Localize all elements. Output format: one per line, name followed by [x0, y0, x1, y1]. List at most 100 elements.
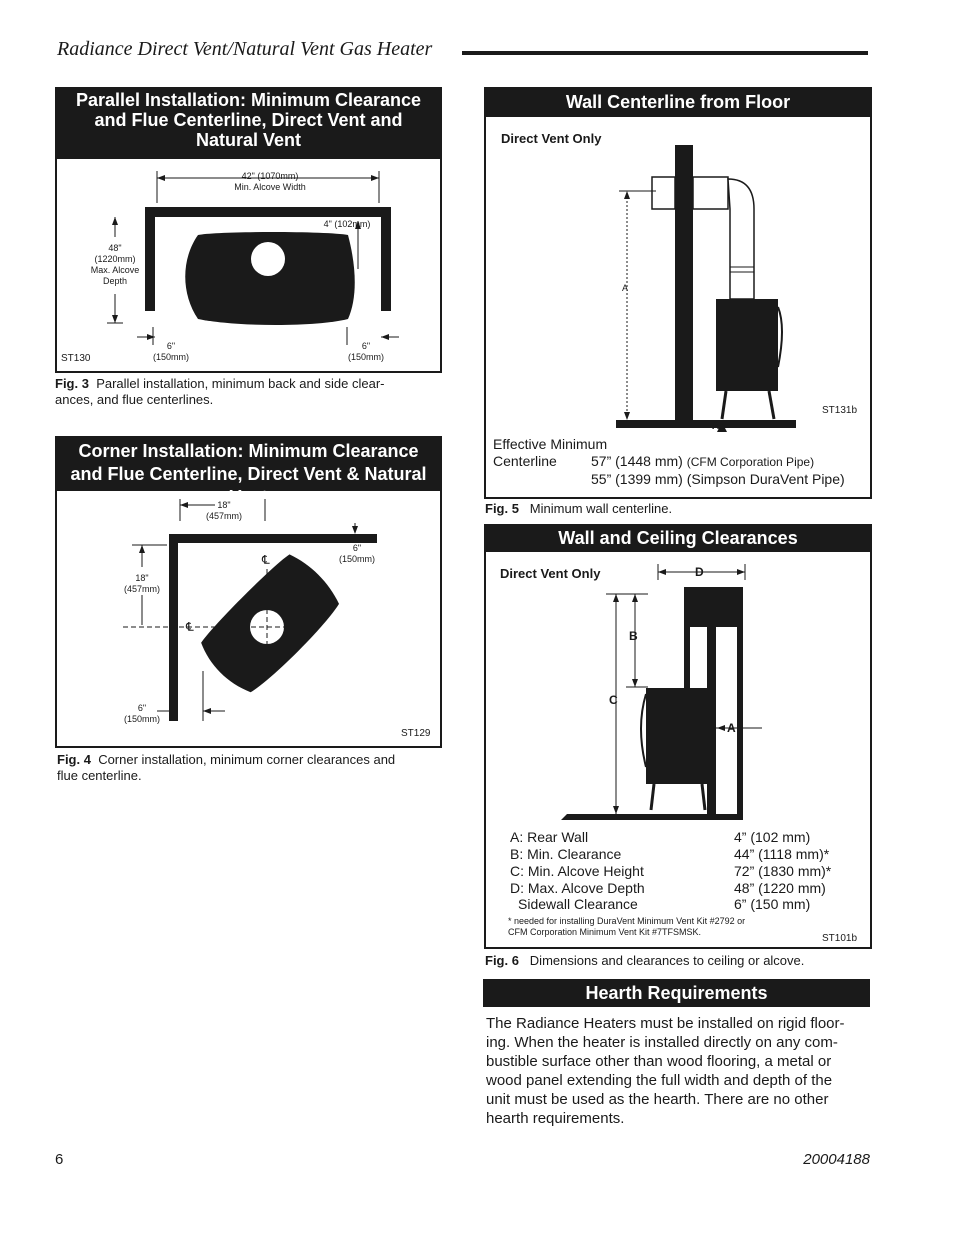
fig3-heading: Parallel Installation: Minimum Clearance… — [55, 87, 442, 159]
fig5-caption-text: Minimum wall centerline. — [529, 501, 673, 516]
fig6-caption-num: Fig. 6 — [485, 953, 519, 968]
fig6-legend-value-2: 72” (1830 mm)* — [734, 863, 832, 879]
fig5-dim-label: A — [622, 283, 629, 293]
hearth-line-3: wood panel extending the full width and … — [486, 1072, 833, 1089]
fig5-marker-label: A — [712, 421, 720, 432]
fig4-left-mm: (457mm) — [123, 584, 160, 594]
fig4-bottom-label: 6" (150mm) — [114, 703, 170, 725]
hearth-line-0: The Radiance Heaters must be installed o… — [486, 1015, 845, 1032]
fig3-depth-desc-1: Max. Alcove — [90, 265, 140, 275]
fig5-eff-label-1: Effective Minimum — [493, 436, 608, 452]
fig3-width-value: 42" (1070mm) — [241, 171, 299, 181]
fig4-top-mm: (457mm) — [205, 511, 242, 521]
hearth-body: The Radiance Heaters must be installed o… — [486, 1014, 845, 1128]
fig6-stove — [646, 688, 710, 784]
fig5-wall — [675, 145, 693, 423]
hearth-line-1: ing. When the heater is installed direct… — [486, 1034, 838, 1051]
fig4-caption-num: Fig. 4 — [57, 752, 91, 767]
fig4-left-value: 18" — [135, 573, 149, 583]
fig4-centerline-symbol-v: ℄ — [262, 553, 270, 567]
fig6-heading: Wall and Ceiling Clearances — [484, 524, 872, 552]
fig4-left-label: 18" (457mm) — [114, 573, 170, 595]
hearth-line-2: bustible surface other than wood floorin… — [486, 1053, 832, 1070]
fig6-legend-value-3: 48” (1220 mm) — [734, 880, 826, 896]
fig5-value-2: 55” (1399 mm) (Simpson DuraVent Pipe) — [591, 471, 845, 487]
fig4-diagram — [123, 499, 377, 721]
fig4-heading: Corner Installation: Minimum Clearance a… — [55, 436, 442, 507]
fig5-value-1-note: (CFM Corporation Pipe) — [686, 455, 815, 469]
fig4-top-label: 18" (457mm) — [196, 500, 252, 522]
fig6-footnote: * needed for installing DuraVent Minimum… — [508, 916, 745, 938]
fig3-depth-desc-2: Depth — [102, 276, 128, 286]
fig3-depth-label: 48" (1220mm) Max. Alcove Depth — [80, 243, 150, 287]
doc-number: 20004188 — [803, 1151, 870, 1168]
fig6-ceiling — [684, 587, 743, 627]
fig5-code: ST131b — [822, 405, 858, 416]
fig4-top-value: 18" — [217, 500, 231, 510]
fig3-left-side-label: 6" (150mm) — [143, 341, 199, 363]
fig3-width-desc: Min. Alcove Width — [234, 182, 306, 192]
fig3-heater — [185, 232, 355, 325]
fig3-caption-line2: ances, and flue centerlines. — [55, 392, 214, 407]
fig3-left-side-value: 6" — [166, 341, 176, 351]
fig3-caption-line1: Parallel installation, minimum back and … — [96, 376, 385, 391]
fig5-stove — [716, 299, 778, 391]
fig6-caption: Fig. 6 Dimensions and clearances to ceil… — [485, 953, 804, 969]
fig6-legend-name-3: D: Max. Alcove Depth — [510, 880, 645, 896]
fig4-centerline-symbol-h: ℄ — [186, 620, 194, 634]
fig3-width-label: 42" (1070mm) Min. Alcove Width — [200, 171, 340, 193]
fig3-back-label: 4" (102mm) — [323, 219, 371, 229]
hearth-line-5: hearth requirements. — [486, 1110, 625, 1127]
fig4-corner-mm: (150mm) — [338, 554, 375, 564]
fig5-values: 57” (1448 mm) (CFM Corporation Pipe) 55”… — [591, 453, 845, 488]
fig3-depth-mm: (1220mm) — [94, 254, 136, 264]
fig5-subhead: Direct Vent Only — [501, 131, 602, 146]
fig6-label-d: D — [695, 565, 704, 579]
fig3-caption-num: Fig. 3 — [55, 376, 89, 391]
fig4-caption-line1: Corner installation, minimum corner clea… — [98, 752, 396, 767]
fig5-caption: Fig. 5 Minimum wall centerline. — [485, 501, 672, 517]
fig6-legend-value-0: 4” (102 mm) — [734, 829, 811, 845]
fig3-code: ST130 — [61, 353, 91, 364]
fig6-caption-text: Dimensions and clearances to ceiling or … — [529, 953, 805, 968]
header-rule — [462, 51, 868, 55]
fig5-eff-label: Effective Minimum Centerline — [493, 436, 607, 470]
fig4-bottom-mm: (150mm) — [123, 714, 160, 724]
fig6-label-c: C — [609, 693, 618, 707]
fig6-label-b: B — [629, 629, 638, 643]
fig4-corner-value: 6" — [352, 543, 362, 553]
fig4-bottom-value: 6" — [137, 703, 147, 713]
fig3-flue — [251, 242, 285, 276]
fig5-diagram — [616, 145, 796, 432]
fig5-caption-num: Fig. 5 — [485, 501, 519, 516]
fig6-diagram — [561, 564, 762, 820]
fig6-label-a: A — [727, 721, 736, 735]
fig4-caption: Fig. 4 Corner installation, minimum corn… — [57, 752, 447, 784]
fig3-depth-value: 48" — [108, 243, 122, 253]
fig4-code: ST129 — [401, 728, 431, 739]
fig6-legend-value-1: 44” (1118 mm)* — [734, 846, 830, 862]
hearth-line-4: unit must be used as the hearth. There a… — [486, 1091, 829, 1108]
fig4-corner-label: 6" (150mm) — [329, 543, 385, 565]
page-header-title: Radiance Direct Vent/Natural Vent Gas He… — [57, 38, 433, 60]
fig5-eff-label-2: Centerline — [493, 453, 557, 469]
fig5-value-1: 57” (1448 mm) — [591, 453, 683, 469]
fig3-right-side-label: 6" (150mm) — [338, 341, 394, 363]
fig4-caption-line2: flue centerline. — [57, 768, 142, 783]
fig6-legend-name-0: A: Rear Wall — [510, 829, 589, 845]
fig6-legend-name-1: B: Min. Clearance — [510, 846, 622, 862]
fig6-legend-name-4: Sidewall Clearance — [518, 896, 638, 912]
hearth-heading: Hearth Requirements — [483, 979, 870, 1007]
fig6-subhead: Direct Vent Only — [500, 566, 601, 581]
fig6-code: ST101b — [822, 933, 858, 944]
fig3-right-side-value: 6" — [361, 341, 371, 351]
fig3-left-side-mm: (150mm) — [152, 352, 189, 362]
fig5-heading: Wall Centerline from Floor — [484, 87, 872, 117]
fig6-legend-name-2: C: Min. Alcove Height — [510, 863, 644, 879]
fig6-footnote-1: * needed for installing DuraVent Minimum… — [508, 916, 746, 926]
page-number: 6 — [55, 1151, 64, 1168]
fig3-right-side-mm: (150mm) — [347, 352, 384, 362]
fig5-floor — [616, 420, 796, 428]
fig6-footnote-2: CFM Corporation Minimum Vent Kit #7TFSMS… — [508, 927, 702, 937]
fig6-legend-value-4: 6” (150 mm) — [734, 896, 811, 912]
